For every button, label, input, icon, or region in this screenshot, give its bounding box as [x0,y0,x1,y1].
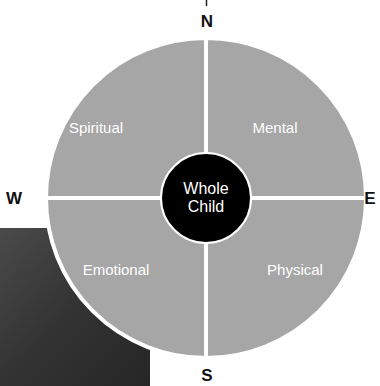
quadrant-fill [46,198,206,358]
quadrant-label: Emotional [83,261,150,278]
quadrant-label: Spiritual [69,119,123,136]
quadrant-label: Mental [252,119,297,136]
quadrant-fill [206,198,366,358]
compass-east: E [364,190,375,207]
center-label: Whole Child [173,180,239,217]
compass-south: S [201,367,212,384]
center-circle: Whole Child [160,152,252,244]
quadrant-label: Physical [267,261,323,278]
center-fill [161,153,251,243]
north-tick [206,0,208,6]
compass-north: N [201,13,213,30]
compass-west: W [6,190,22,207]
